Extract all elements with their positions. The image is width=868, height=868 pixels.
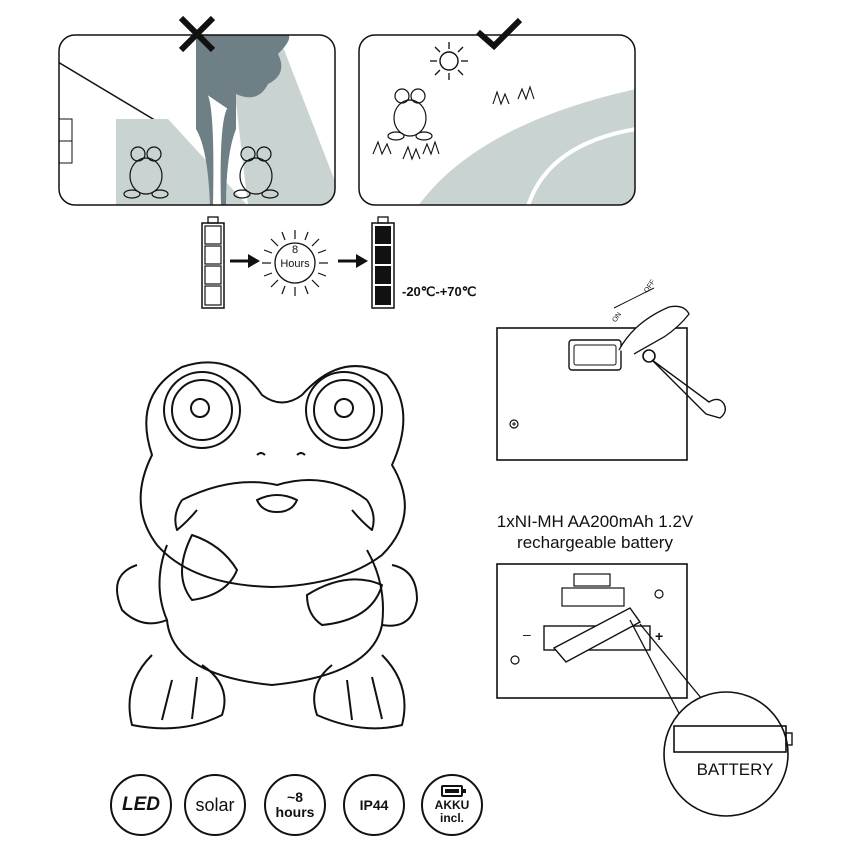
battery-zoom-label: BATTERY — [696, 760, 774, 779]
akku-badge: AKKU incl. — [421, 774, 483, 836]
small-frog-sunny — [387, 88, 433, 141]
akku-badge-bottom: incl. — [439, 811, 464, 825]
panel-sunny — [358, 34, 636, 206]
arrow-right-icon — [338, 254, 368, 268]
hours-badge-top: ~8 — [287, 789, 303, 806]
ip44-badge-label: IP44 — [359, 796, 389, 813]
arrow-right-icon — [230, 254, 260, 268]
charge-hours-number: 8 — [291, 244, 299, 256]
check-icon — [476, 17, 523, 51]
battery-minus-label: – — [523, 626, 531, 642]
led-badge-label: LED — [122, 794, 160, 816]
cross-icon — [178, 15, 216, 53]
battery-empty-icon — [201, 216, 225, 309]
screwdriver-icon — [651, 359, 727, 419]
led-badge: LED — [110, 774, 172, 836]
charge-sun-icon — [262, 230, 328, 296]
akku-badge-top: AKKU — [434, 798, 470, 813]
switch-panel — [496, 287, 727, 461]
battery-compartment — [496, 563, 793, 817]
solar-badge: solar — [184, 774, 246, 836]
sun-icon — [430, 42, 468, 80]
ip44-badge: IP44 — [343, 774, 405, 836]
battery-spec-line2: rechargeable battery — [517, 533, 673, 552]
frog-illustration — [116, 361, 418, 730]
hours-badge-bottom: hours — [275, 804, 315, 820]
small-frog-right — [233, 146, 279, 199]
battery-icon — [441, 785, 466, 798]
small-frog-left — [123, 146, 169, 199]
panel-shaded — [58, 34, 336, 206]
battery-full-icon — [371, 216, 395, 309]
solar-badge-label: solar — [195, 794, 235, 815]
battery-spec-line1: 1xNI-MH AA200mAh 1.2V — [496, 512, 694, 531]
charge-hours-label: Hours — [280, 258, 310, 270]
battery-plus-label: + — [655, 628, 664, 644]
temperature-range: -20℃-+70℃ — [402, 284, 477, 299]
hours-badge: ~8 hours — [264, 774, 326, 836]
